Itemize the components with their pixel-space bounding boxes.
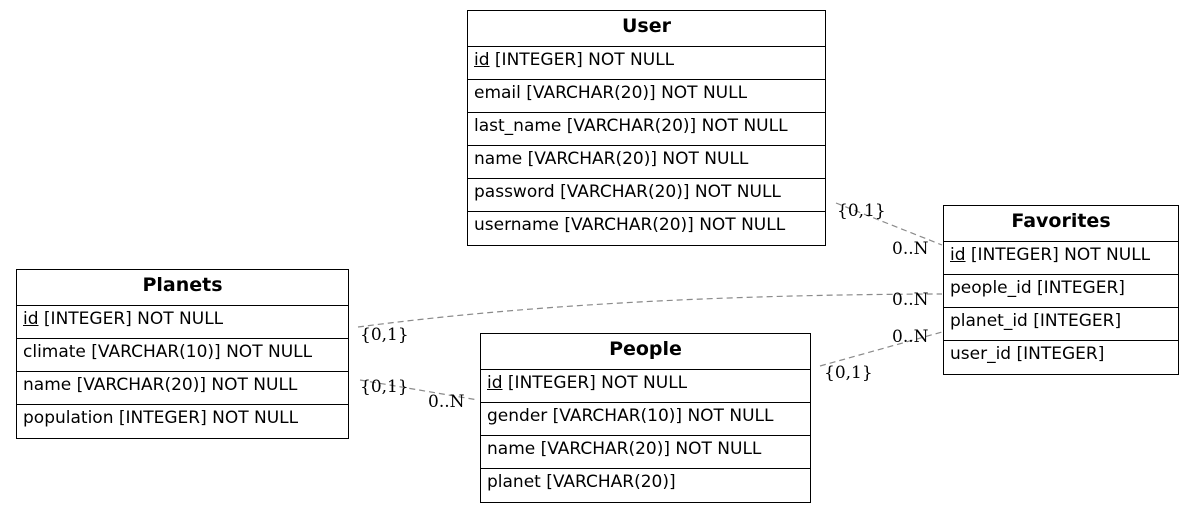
- column-row: email [VARCHAR(20)] NOT NULL: [468, 80, 825, 113]
- edge-planets-favorites: [357, 293, 943, 328]
- column-def: [INTEGER] NOT NULL: [38, 309, 224, 329]
- column-row: people_id [INTEGER]: [944, 275, 1178, 308]
- column-row: id [INTEGER] NOT NULL: [944, 242, 1178, 275]
- entity-favorites[interactable]: Favorites id [INTEGER] NOT NULL people_i…: [943, 205, 1179, 375]
- primary-key: id: [950, 245, 966, 265]
- cardinality-label-planets-side: {0,1}: [360, 325, 409, 345]
- column-def: [INTEGER] NOT NULL: [489, 50, 675, 70]
- column-row: name [VARCHAR(20)] NOT NULL: [468, 146, 825, 179]
- edge-user-favorites: [835, 202, 943, 246]
- primary-key: id: [474, 50, 490, 70]
- entity-title: People: [481, 334, 810, 370]
- cardinality-label-planets-people-side: {0,1}: [360, 377, 409, 397]
- column-def: user_id [INTEGER]: [950, 344, 1105, 364]
- column-row: id [INTEGER] NOT NULL: [468, 47, 825, 80]
- cardinality-label-favorites-people-side: 0..N: [892, 327, 929, 347]
- column-row: gender [VARCHAR(10)] NOT NULL: [481, 403, 810, 436]
- column-def: username [VARCHAR(20)] NOT NULL: [474, 215, 786, 235]
- cardinality-label-people-side: {0,1}: [824, 363, 873, 383]
- column-def: planet_id [INTEGER]: [950, 311, 1122, 331]
- column-row: name [VARCHAR(20)] NOT NULL: [17, 372, 348, 405]
- column-row: planet_id [INTEGER]: [944, 308, 1178, 341]
- cardinality-label-favorites-user-side: 0..N: [892, 239, 929, 259]
- column-def: email [VARCHAR(20)] NOT NULL: [474, 83, 748, 103]
- column-def: [INTEGER] NOT NULL: [965, 245, 1151, 265]
- entity-title: User: [468, 11, 825, 47]
- cardinality-label-user-side: {0,1}: [837, 201, 886, 221]
- entity-user[interactable]: User id [INTEGER] NOT NULL email [VARCHA…: [467, 10, 826, 246]
- primary-key: id: [23, 309, 39, 329]
- entity-title: Planets: [17, 270, 348, 306]
- column-row: name [VARCHAR(20)] NOT NULL: [481, 436, 810, 469]
- entity-planets[interactable]: Planets id [INTEGER] NOT NULL climate [V…: [16, 269, 349, 439]
- column-def: name [VARCHAR(20)] NOT NULL: [474, 149, 749, 169]
- column-def: [INTEGER] NOT NULL: [502, 373, 688, 393]
- column-def: gender [VARCHAR(10)] NOT NULL: [487, 406, 774, 426]
- column-def: people_id [INTEGER]: [950, 278, 1125, 298]
- column-row: climate [VARCHAR(10)] NOT NULL: [17, 339, 348, 372]
- entity-people[interactable]: People id [INTEGER] NOT NULL gender [VAR…: [480, 333, 811, 503]
- cardinality-label-favorites-planet-side: 0..N: [892, 290, 929, 310]
- column-def: last_name [VARCHAR(20)] NOT NULL: [474, 116, 788, 136]
- primary-key: id: [487, 373, 503, 393]
- entity-title: Favorites: [944, 206, 1178, 242]
- column-row: password [VARCHAR(20)] NOT NULL: [468, 179, 825, 212]
- column-def: climate [VARCHAR(10)] NOT NULL: [23, 342, 313, 362]
- column-def: planet [VARCHAR(20)]: [487, 472, 676, 492]
- edge-people-favorites: [819, 331, 943, 367]
- column-def: name [VARCHAR(20)] NOT NULL: [487, 439, 762, 459]
- column-row: planet [VARCHAR(20)]: [481, 469, 810, 502]
- column-row: user_id [INTEGER]: [944, 341, 1178, 374]
- column-def: population [INTEGER] NOT NULL: [23, 408, 299, 428]
- column-row: username [VARCHAR(20)] NOT NULL: [468, 212, 825, 245]
- column-row: population [INTEGER] NOT NULL: [17, 405, 348, 438]
- column-def: name [VARCHAR(20)] NOT NULL: [23, 375, 298, 395]
- cardinality-label-people-planet-side: 0..N: [428, 392, 465, 412]
- column-row: id [INTEGER] NOT NULL: [17, 306, 348, 339]
- column-row: last_name [VARCHAR(20)] NOT NULL: [468, 113, 825, 146]
- column-def: password [VARCHAR(20)] NOT NULL: [474, 182, 781, 202]
- column-row: id [INTEGER] NOT NULL: [481, 370, 810, 403]
